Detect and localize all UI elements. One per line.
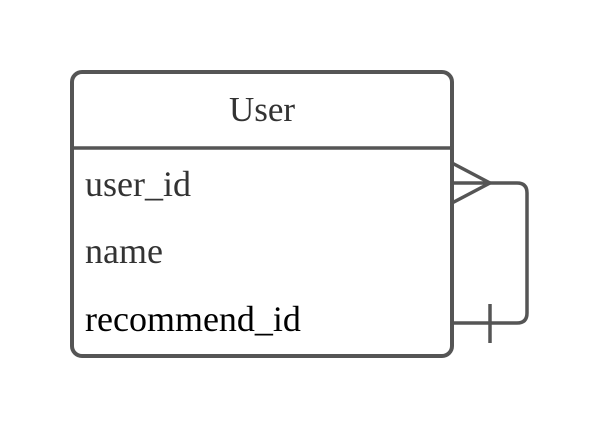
entity-title: User (229, 90, 295, 129)
entity-field-recommend-id: recommend_id (85, 299, 301, 339)
relationship-loop-line (452, 181, 529, 325)
entity-box (70, 70, 454, 358)
crowfoot-many-icon (451, 161, 491, 205)
entity-user (70, 70, 454, 358)
relationship-group (451, 161, 529, 343)
entity-labels: User user_id name recommend_id (85, 90, 301, 339)
entity-field-user-id: user_id (85, 164, 191, 204)
entity-field-name: name (85, 231, 163, 271)
